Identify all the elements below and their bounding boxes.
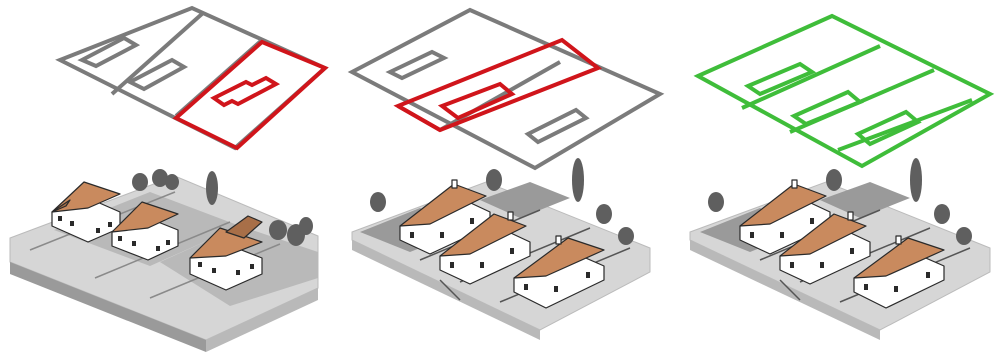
tree-icon bbox=[165, 174, 179, 190]
tree-icon bbox=[956, 227, 972, 245]
tree-icon bbox=[572, 158, 584, 202]
panel-2-highlighted-building bbox=[442, 84, 512, 118]
tree-icon bbox=[132, 173, 148, 191]
tree-icon bbox=[596, 204, 612, 224]
panel-3-building-footprint bbox=[794, 92, 860, 124]
panel-3-scene bbox=[690, 158, 990, 340]
panel-1-plan bbox=[60, 8, 325, 148]
panel-3-plan bbox=[698, 16, 990, 166]
tree-icon bbox=[299, 217, 313, 235]
panel-2-building-footprint bbox=[390, 52, 444, 78]
tree-icon bbox=[206, 171, 218, 205]
panel-3-row-divider bbox=[742, 46, 880, 108]
tree-icon bbox=[934, 204, 950, 224]
tree-icon bbox=[708, 192, 724, 212]
tree-icon bbox=[269, 220, 287, 240]
panel-2-building-footprint bbox=[528, 110, 586, 142]
panel-2-plot-divider bbox=[398, 106, 440, 130]
panel-1-building-footprint bbox=[130, 60, 184, 89]
tree-icon bbox=[910, 158, 922, 202]
tree-icon bbox=[618, 227, 634, 245]
panel-2-scene bbox=[352, 158, 650, 340]
tree-icon bbox=[826, 169, 842, 191]
panel-2-plan bbox=[352, 10, 660, 168]
panel-1-scene bbox=[10, 169, 318, 352]
tree-icon bbox=[486, 169, 502, 191]
panel-1-highlighted-building bbox=[214, 78, 276, 105]
tree-icon bbox=[370, 192, 386, 212]
panel-3-block-outline bbox=[698, 16, 990, 166]
